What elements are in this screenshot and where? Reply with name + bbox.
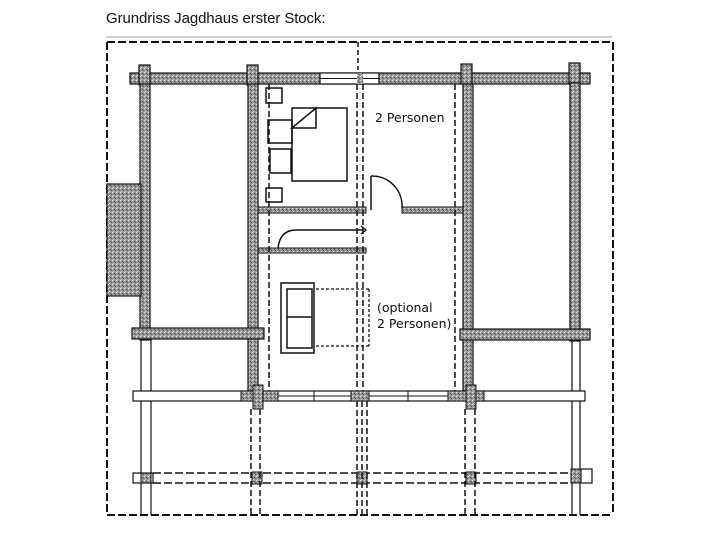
right-room-bottom-wall	[459, 328, 591, 341]
stair-arrow	[277, 229, 363, 249]
sofa-bed	[280, 282, 315, 354]
bedroom-label: 2 Personen	[375, 110, 445, 125]
gallery-beam	[132, 384, 586, 410]
lower-columns	[140, 339, 581, 515]
bed	[265, 87, 348, 203]
door-arc-bedroom	[370, 175, 403, 209]
inner-wall-right	[462, 83, 474, 401]
right-wall	[569, 82, 581, 342]
inner-wall-left	[247, 83, 259, 401]
top-wall	[129, 72, 591, 85]
optional-label-line2: 2 Personen)	[377, 316, 451, 331]
plan-title: Grundriss Jagdhaus erster Stock:	[106, 10, 326, 27]
optional-label-line1: (optional	[377, 300, 433, 315]
left-room-bottom-wall	[131, 327, 265, 340]
chimney	[106, 183, 142, 297]
outer-boundary	[106, 41, 614, 516]
